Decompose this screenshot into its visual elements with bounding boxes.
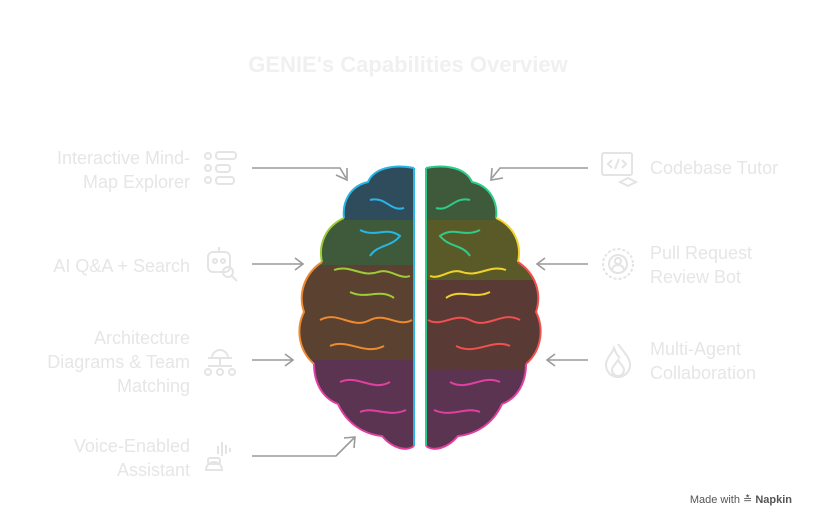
label-codebase-tutor: Codebase Tutor xyxy=(650,156,778,180)
right-hemisphere xyxy=(426,166,541,449)
label-line: Interactive Mind- xyxy=(56,148,190,168)
label-line: AI Q&A + Search xyxy=(53,256,190,276)
label-line: Map Explorer xyxy=(82,172,190,192)
label-line: Review Bot xyxy=(650,267,742,287)
voice-assistant-icon xyxy=(200,436,240,476)
arrow-architecture xyxy=(252,353,295,367)
label-line: Pull Request xyxy=(650,243,753,263)
code-tutor-icon xyxy=(598,148,638,188)
diagram-title: GENIE's Capabilities Overview xyxy=(248,52,568,77)
arrow-multi-agent xyxy=(545,353,588,367)
label-mind-map-explorer: Interactive Mind- Map Explorer xyxy=(57,146,190,194)
flame-icon xyxy=(598,340,638,380)
label-line: Multi-Agent xyxy=(650,339,742,359)
label-line: Collaboration xyxy=(650,363,757,383)
footer-brand: Napkin xyxy=(755,494,792,506)
label-pull-request-review-bot: Pull Request Review Bot xyxy=(650,241,752,289)
footer-made-with: Made with xyxy=(689,494,740,506)
made-with-napkin-footer: Made with ≛ Napkin xyxy=(690,493,792,506)
label-line: Voice-Enabled xyxy=(73,436,190,456)
arrow-mind-map xyxy=(252,167,348,182)
brain-illustration xyxy=(298,165,542,450)
brain-outlines xyxy=(298,165,542,450)
label-ai-qa-search: AI Q&A + Search xyxy=(53,254,190,278)
robot-search-icon xyxy=(200,244,240,284)
arrow-pull-request xyxy=(535,257,588,271)
label-line: Architecture xyxy=(93,328,190,348)
label-architecture-team-matching: Architecture Diagrams & Team Matching xyxy=(47,326,190,398)
label-multi-agent-collaboration: Multi-Agent Collaboration xyxy=(650,337,756,385)
label-line: Diagrams & Team xyxy=(47,352,190,372)
review-bot-icon xyxy=(598,244,638,284)
napkin-logo-icon: ≛ xyxy=(743,494,753,506)
label-line: Codebase Tutor xyxy=(650,158,779,178)
label-voice-assistant: Voice-Enabled Assistant xyxy=(74,434,190,482)
label-line: Matching xyxy=(116,376,190,396)
arrow-ai-qa xyxy=(252,257,305,271)
team-network-icon xyxy=(200,340,240,380)
left-hemisphere xyxy=(299,166,414,449)
arrow-voice xyxy=(252,436,356,457)
arrow-codebase-tutor xyxy=(490,167,588,181)
mindmap-icon xyxy=(200,148,240,188)
label-line: Assistant xyxy=(116,460,190,480)
